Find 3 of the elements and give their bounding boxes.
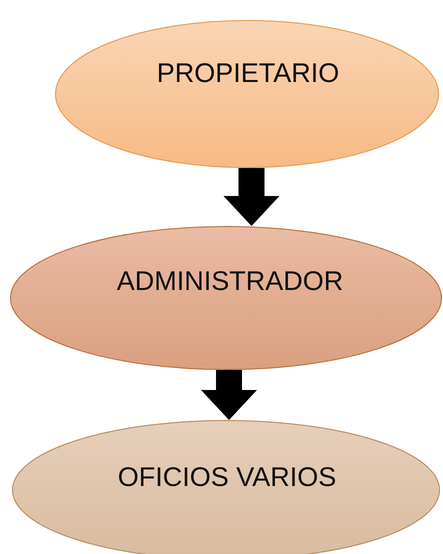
node-label: ADMINISTRADOR — [116, 266, 344, 297]
node-label: OFICIOS VARIOS — [118, 462, 336, 493]
node-label: PROPIETARIO — [156, 58, 340, 89]
